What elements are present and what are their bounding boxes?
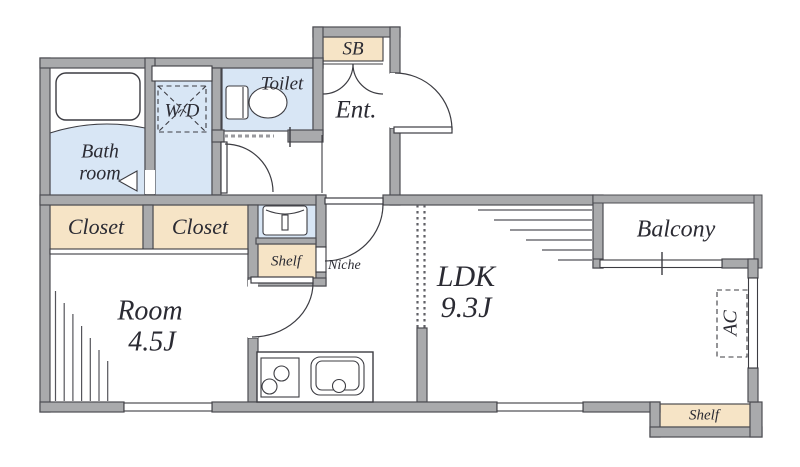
wall-segment	[211, 401, 498, 413]
kitchen-ldk-partition	[416, 205, 426, 328]
wall-segment	[649, 426, 763, 438]
wall-segment	[312, 26, 401, 38]
bathroom-label-line2: room	[79, 163, 120, 185]
ac-label: AC	[720, 310, 742, 338]
balcony-top-rail	[592, 194, 763, 204]
closet-right-label: Closet	[172, 214, 229, 239]
washbasin-faucet	[281, 214, 289, 231]
ac-dashed-box	[716, 289, 748, 358]
ldk-corner-hatch	[478, 209, 592, 261]
wd-window	[151, 65, 213, 82]
bath-folding-door	[117, 170, 138, 192]
shoe-box	[322, 36, 384, 62]
wall-segment	[255, 237, 317, 245]
shoe-box-front-line	[323, 60, 383, 65]
washer-dryer-space	[157, 85, 207, 133]
entrance-label: Ent.	[335, 97, 377, 124]
room-name-label: Room	[116, 295, 182, 326]
doors	[117, 60, 453, 338]
wall-segment	[211, 129, 225, 143]
shoe-box-label: SB	[342, 38, 364, 59]
washbasin-curve	[265, 209, 305, 215]
wall-segment	[142, 204, 154, 251]
stove-burner	[261, 378, 278, 395]
room-corner-hatch	[54, 291, 109, 401]
bathroom-label-line1: Bath	[81, 141, 119, 163]
hall-door-arc	[224, 143, 274, 193]
wall-segment	[382, 194, 594, 206]
ldk-door-leaf	[324, 197, 384, 205]
wall-segment	[389, 127, 401, 206]
windows	[49, 65, 759, 412]
hall-door-leaf	[220, 141, 228, 194]
washer-dryer-floor	[151, 79, 213, 197]
washbasin	[262, 205, 308, 236]
wall-segment	[39, 401, 125, 413]
hall-shelf-box	[255, 243, 317, 279]
kitchen	[256, 351, 374, 403]
ldk-door-arc	[324, 203, 384, 262]
wd-dashed-cross	[157, 85, 207, 133]
ldk-side-window	[747, 277, 759, 369]
wall-segment	[747, 258, 759, 279]
entrance-door-arc	[394, 72, 453, 131]
bathtub	[55, 72, 141, 121]
room-door-opening	[248, 280, 258, 338]
wall-segment	[312, 57, 324, 136]
ldk-size-label: 9.3J	[441, 291, 494, 324]
room-door-leaf	[250, 276, 314, 284]
toilet-tank	[225, 85, 249, 120]
shoe-box-door-arc-right	[352, 63, 384, 95]
wall-segment	[287, 129, 324, 143]
balcony-window	[599, 259, 723, 269]
stove-burner	[273, 365, 290, 382]
room-size-label: 4.5J	[128, 326, 177, 357]
toilet-fixture	[225, 85, 288, 120]
hall-shelf-label: Shelf	[271, 253, 303, 269]
balcony-right-rail	[753, 194, 763, 269]
balcony-label: Balcony	[637, 217, 716, 243]
niche-label: Niche	[327, 258, 361, 273]
closet-left-box	[49, 204, 144, 251]
closet-sliding-front	[49, 248, 249, 255]
wall-segment	[389, 26, 401, 74]
entrance-door-leaf	[393, 126, 453, 134]
wd-label: W/D	[165, 100, 200, 121]
sink-drain	[331, 378, 347, 394]
wall-segment	[592, 194, 604, 269]
entrance-opening	[390, 73, 400, 128]
ldk-shelf-label: Shelf	[689, 407, 721, 423]
ldk-window	[496, 402, 584, 412]
wall-segment	[39, 194, 326, 206]
wd-dashed-box	[157, 85, 207, 133]
bath-door-opening	[145, 170, 155, 194]
room-window	[123, 402, 213, 412]
fixtures	[55, 72, 748, 403]
labels: Bath room W/D Toilet SB Ent. Closet Clos…	[68, 38, 742, 423]
wall-segment	[747, 367, 759, 403]
toilet-bowl	[248, 86, 288, 119]
closet-left-label: Closet	[68, 214, 125, 239]
wall-segment	[749, 401, 763, 438]
wall-segment	[416, 327, 428, 403]
wall-segment	[582, 401, 661, 413]
shoe-box-door-arc-left	[322, 63, 354, 95]
room-door-arc	[251, 282, 314, 338]
wall-segment	[39, 57, 51, 413]
ldk-name-label: LDK	[436, 260, 497, 293]
niche-box	[315, 246, 327, 273]
toilet-label: Toilet	[261, 73, 304, 94]
